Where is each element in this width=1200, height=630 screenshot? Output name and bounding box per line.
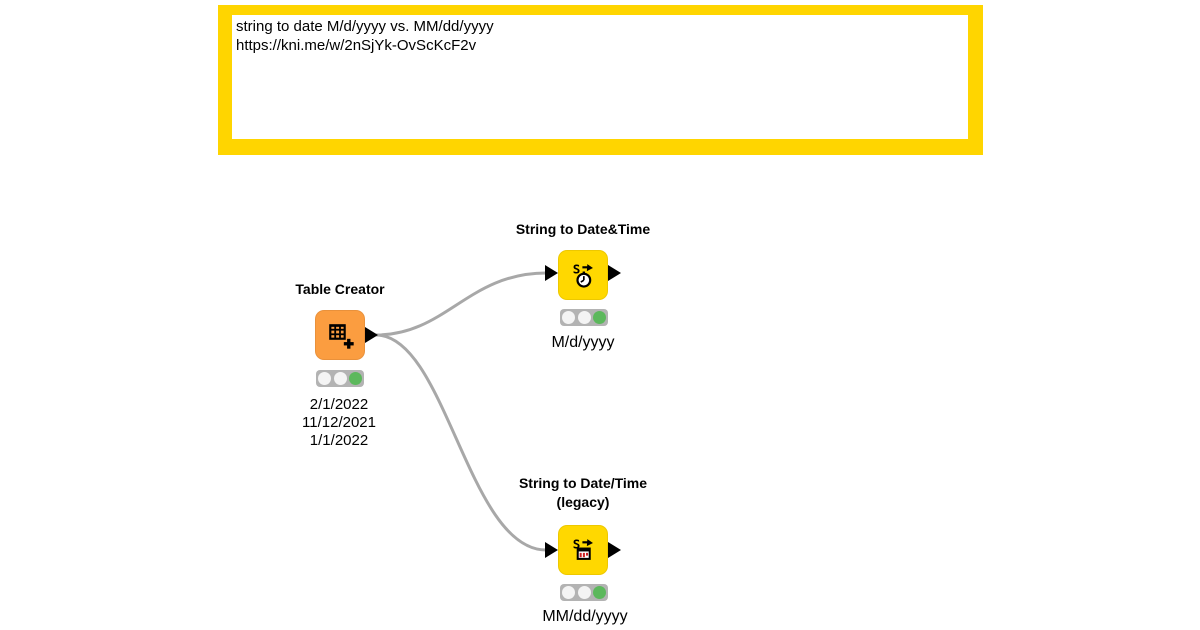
string-to-datetime-legacy-status-light <box>560 584 608 601</box>
table-creator-status-light <box>316 370 364 387</box>
comment-line: 2/1/2022 <box>309 396 369 413</box>
status-light-off <box>562 311 575 324</box>
string-to-datetime-legacy-input-port[interactable] <box>545 542 558 558</box>
string-to-datetime-legacy-icon: S <box>573 537 593 560</box>
status-light-off <box>562 586 575 599</box>
table-plus-icon <box>329 324 354 349</box>
node-label-string-to-datetime-legacy: String to Date/Time (legacy) <box>473 474 693 512</box>
status-light-green <box>593 311 606 324</box>
status-light-off <box>333 372 347 385</box>
status-light-off <box>577 311 591 324</box>
svg-text:S: S <box>573 537 581 552</box>
annotation-text-line: string to date M/d/yyyy vs. MM/dd/yyyy <box>236 18 494 35</box>
node-string-to-datetime-legacy[interactable]: S <box>558 525 608 575</box>
status-light-off <box>577 586 591 599</box>
comment-line: 1/1/2022 <box>309 432 369 449</box>
status-light-green <box>349 372 362 385</box>
status-light-green <box>593 586 606 599</box>
string-to-datetime-legacy-output-port[interactable] <box>608 542 621 558</box>
label-line: (legacy) <box>556 494 610 510</box>
string-to-datetime-input-port[interactable] <box>545 265 558 281</box>
string-to-datetime-output-port[interactable] <box>608 265 621 281</box>
node-comment-string-to-datetime: M/d/yyyy <box>551 334 615 351</box>
connection-table-creator-to-string-to-datetime-legacy[interactable] <box>374 333 548 552</box>
node-label-string-to-datetime: String to Date&Time <box>515 221 651 237</box>
workflow-annotation[interactable]: string to date M/d/yyyy vs. MM/dd/yyyy h… <box>218 5 983 155</box>
string-to-datetime-status-light <box>560 309 608 326</box>
node-label-table-creator: Table Creator <box>295 281 385 297</box>
node-comment-table-creator: 2/1/2022 11/12/2021 1/1/2022 <box>229 396 449 450</box>
connection-table-creator-to-string-to-datetime[interactable] <box>374 271 548 337</box>
status-light-off <box>318 372 331 385</box>
table-creator-output-port[interactable] <box>365 327 378 343</box>
node-string-to-datetime[interactable]: S <box>558 250 608 300</box>
node-table-creator[interactable] <box>315 310 365 360</box>
label-line: String to Date/Time <box>518 475 648 491</box>
annotation-text-line: https://kni.me/w/2nSjYk-OvScKcF2v <box>236 37 477 54</box>
svg-text:S: S <box>573 262 581 277</box>
comment-line: 11/12/2021 <box>302 414 376 431</box>
string-to-datetime-icon: S <box>573 262 593 288</box>
node-comment-string-to-datetime-legacy: MM/dd/yyyy <box>542 608 628 625</box>
